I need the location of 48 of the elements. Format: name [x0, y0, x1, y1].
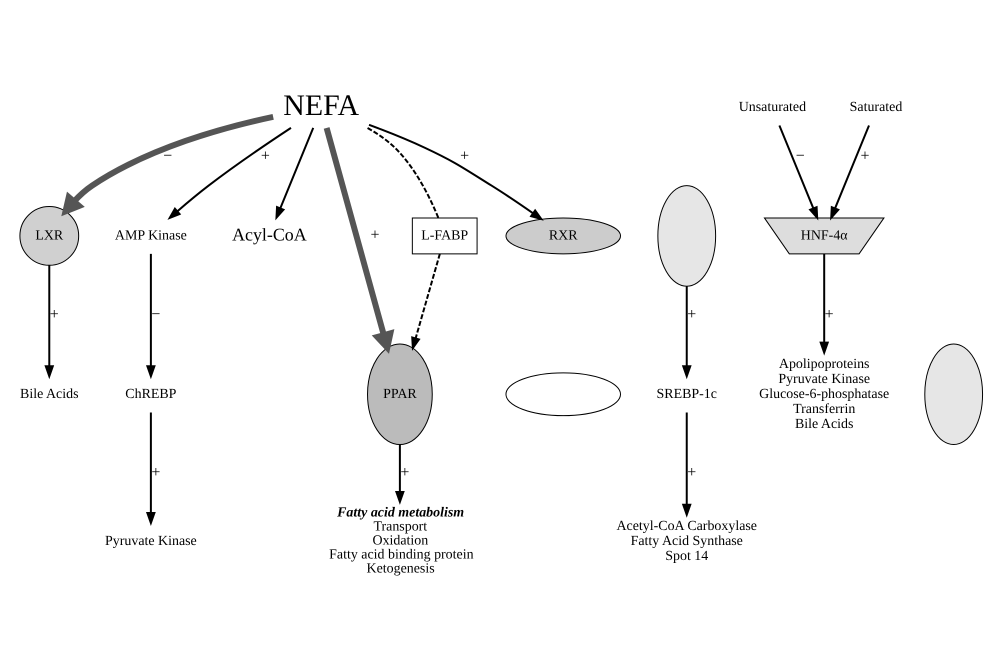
arrow — [368, 124, 544, 221]
node-text: NEFA — [283, 88, 360, 122]
edge-label: + — [400, 464, 410, 482]
node-text: Acetyl-CoA Carboxylase Fatty Acid Synthase Spot 14 — [616, 518, 757, 564]
arrow — [61, 114, 274, 216]
node-ellipse — [505, 372, 621, 416]
node-text: Unsaturated — [738, 100, 806, 116]
edge-label: + — [687, 306, 696, 323]
arrow — [682, 412, 692, 518]
edge-label: + — [460, 147, 470, 164]
arrow — [411, 254, 441, 351]
arrow — [167, 127, 292, 220]
arrow — [324, 127, 394, 354]
arrow — [395, 444, 405, 505]
edge-label: + — [370, 226, 380, 244]
edge-label: − — [796, 147, 805, 164]
node-text: Fatty acid metabolism Transport Oxidation Fatty acid binding protein Ketogenesis — [329, 505, 474, 576]
node-text: Acyl-CoA — [232, 224, 307, 244]
node-circle: LXR — [19, 206, 80, 266]
arrow — [146, 412, 156, 526]
node-text: SREBP-1c — [656, 386, 717, 402]
node-ellipse — [657, 185, 716, 287]
edge-label: + — [687, 464, 696, 482]
node-ellipse: RXR — [505, 217, 621, 254]
node-text: ChREBP — [125, 386, 176, 402]
node-ellipse — [924, 343, 984, 446]
arrow — [830, 125, 870, 220]
edge-label: − — [163, 147, 172, 164]
node-box: L-FABP — [412, 217, 478, 254]
edge-label: + — [260, 147, 270, 164]
arrow — [275, 128, 314, 220]
edge-label: + — [860, 147, 870, 164]
node-text: Apolipoproteins Pyruvate Kinase Glucose-6-phosphatase Transferrin Bile Acids — [759, 357, 890, 432]
arrow — [146, 254, 156, 380]
edge-label: + — [824, 306, 834, 323]
node-text: AMP Kinase — [114, 228, 187, 244]
arrow — [819, 254, 830, 356]
edge-label: − — [151, 306, 160, 323]
node-text: Saturated — [850, 100, 902, 116]
connector — [367, 127, 440, 218]
arrow — [778, 125, 818, 220]
arrow — [44, 265, 54, 380]
node-text: Pyruvate Kinase — [105, 534, 197, 549]
node-text: Bile Acids — [20, 386, 79, 402]
node-ellipse: PPAR — [367, 343, 433, 446]
edge-label: + — [151, 464, 160, 482]
edge-label: + — [50, 306, 59, 323]
arrow — [682, 286, 692, 380]
